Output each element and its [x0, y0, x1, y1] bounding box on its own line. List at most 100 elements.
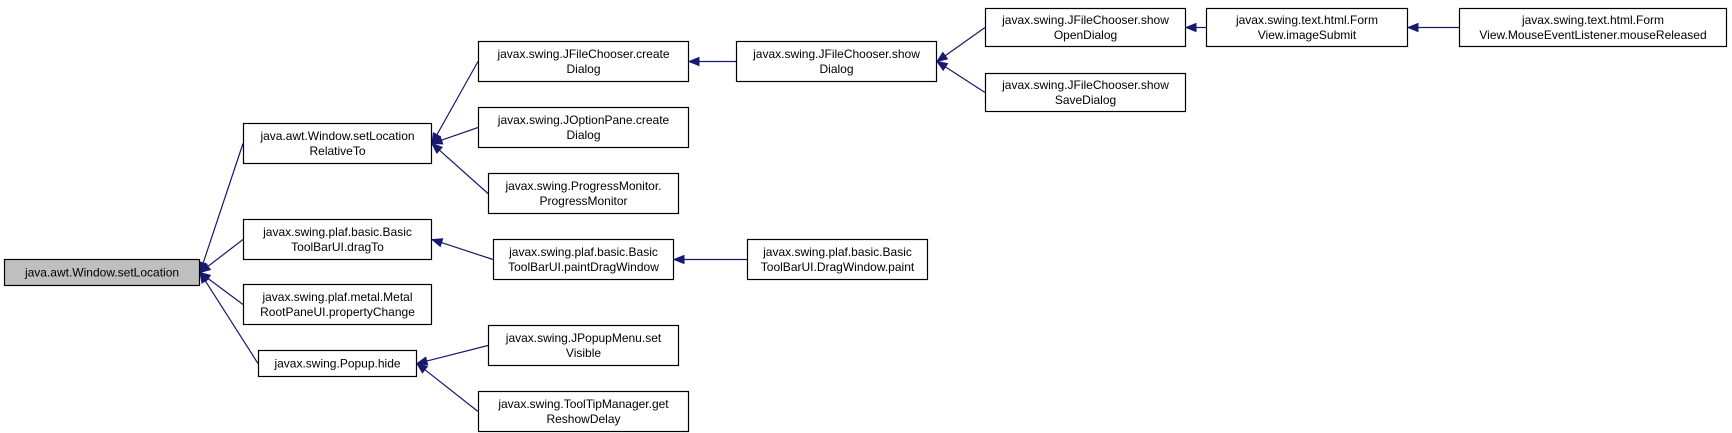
node-label-line: javax.swing.text.html.Form [1235, 13, 1378, 27]
edge-line [944, 27, 986, 57]
edge-line [207, 239, 244, 267]
node-box [242, 283, 433, 326]
edge-arrowhead [430, 238, 444, 248]
node-box [984, 7, 1187, 48]
node-label-line: OpenDialog [1054, 28, 1117, 42]
node-label-line: Dialog [566, 128, 600, 142]
node-metalrootpaneui-propertychange[interactable]: javax.swing.plaf.metal.MetalRootPaneUI.p… [242, 283, 433, 326]
node-label-line: javax.swing.JOptionPane.create [497, 113, 670, 127]
edge-arrowhead [430, 142, 443, 155]
edge-window-setlocationrelativeto-to-window-setlocation [198, 143, 244, 274]
edge-line [945, 66, 986, 94]
edge-arrowhead [672, 254, 685, 265]
edge-jfilechooser-createdialog-to-window-setlocationrelativeto [431, 61, 479, 145]
node-formview-imagesubmit[interactable]: javax.swing.text.html.FormView.imageSubm… [1205, 7, 1409, 48]
node-label-line: javax.swing.plaf.basic.Basic [762, 245, 912, 259]
edge-arrowhead [430, 135, 444, 145]
node-label-line: ToolBarUI.dragTo [291, 240, 384, 254]
edge-jfilechooser-showopendialog-to-jfilechooser-showdialog [935, 27, 986, 63]
edge-arrowhead [935, 51, 949, 63]
node-label-line: java.awt.Window.setLocation [24, 266, 179, 280]
node-box [1205, 7, 1409, 48]
edge-line [426, 344, 489, 362]
edge-basictoolbarui-paintdragwindow-to-basictoolbarui-dragto [430, 238, 494, 261]
node-box [746, 238, 929, 281]
node-label-line: javax.swing.plaf.basic.Basic [262, 225, 412, 239]
node-label-line: javax.swing.plaf.metal.Metal [261, 290, 412, 304]
edge-layer [198, 22, 1459, 412]
edge-basictoolbarui-dragto-to-window-setlocation [198, 239, 244, 274]
edge-line [204, 280, 259, 364]
node-label-line: javax.swing.ProgressMonitor. [504, 179, 661, 193]
node-layer: java.awt.Window.setLocationjava.awt.Wind… [3, 7, 1728, 433]
node-label-line: View.imageSubmit [1258, 28, 1357, 42]
node-label-line: java.awt.Window.setLocation [259, 129, 414, 143]
edge-arrowhead [687, 56, 700, 67]
edge-arrowhead [1184, 22, 1197, 33]
edge-line [441, 126, 479, 141]
edge-mouseeventlistener-mousereleased-to-formview-imagesubmit [1406, 22, 1459, 33]
edge-line [202, 143, 244, 264]
edge-arrowhead [1406, 22, 1419, 33]
edge-line [441, 242, 494, 261]
edge-formview-imagesubmit-to-jfilechooser-showopendialog [1184, 22, 1206, 33]
edge-tooltipmanager-getreshowdelay-to-popup-hide [415, 362, 479, 412]
edge-line [424, 369, 479, 412]
node-label-line: ProgressMonitor [539, 194, 627, 208]
node-label-line: javax.swing.JFileChooser.show [1001, 78, 1169, 92]
node-label-line: javax.swing.JFileChooser.show [1001, 13, 1169, 27]
node-label-line: javax.swing.Popup.hide [273, 357, 400, 371]
node-label-line: javax.swing.JFileChooser.show [752, 47, 920, 61]
node-box [477, 390, 690, 433]
node-label-line: Visible [566, 346, 601, 360]
node-basictoolbarui-paintdragwindow[interactable]: javax.swing.plaf.basic.BasicToolBarUI.pa… [492, 238, 675, 281]
node-box [477, 40, 690, 83]
edge-line [436, 61, 479, 136]
node-box [984, 72, 1187, 113]
edge-joptionpane-createdialog-to-window-setlocationrelativeto [430, 126, 479, 145]
node-label-line: ToolBarUI.paintDragWindow [508, 260, 659, 274]
node-box [242, 218, 433, 261]
node-box [1458, 7, 1728, 48]
node-label-line: RelativeTo [309, 144, 365, 158]
node-label-line: SaveDialog [1055, 93, 1116, 107]
edge-arrowhead [199, 271, 210, 284]
node-popup-hide[interactable]: javax.swing.Popup.hide [257, 349, 418, 378]
node-mouseeventlistener-mousereleased[interactable]: javax.swing.text.html.FormView.MouseEven… [1458, 7, 1728, 48]
edge-arrowhead [415, 362, 429, 374]
edge-jpopupmenu-setvisible-to-popup-hide [415, 344, 489, 366]
node-label-line: javax.swing.JFileChooser.create [496, 47, 669, 61]
node-box [487, 172, 680, 215]
node-progressmonitor-progressmonitor[interactable]: javax.swing.ProgressMonitor.ProgressMoni… [487, 172, 680, 215]
edge-line [207, 277, 244, 305]
node-tooltipmanager-getreshowdelay[interactable]: javax.swing.ToolTipManager.getReshowDela… [477, 390, 690, 433]
node-label-line: javax.swing.JPopupMenu.set [505, 331, 662, 345]
edge-line [439, 149, 489, 194]
node-label-line: ReshowDelay [546, 412, 620, 426]
node-box [492, 238, 675, 281]
edge-dragwindow-paint-to-basictoolbarui-paintdragwindow [672, 254, 747, 265]
node-label-line: javax.swing.plaf.basic.Basic [508, 245, 658, 259]
node-label-line: Dialog [819, 62, 853, 76]
edge-jfilechooser-showsavedialog-to-jfilechooser-showdialog [935, 60, 986, 94]
node-box [477, 106, 690, 149]
edge-arrowhead [415, 356, 429, 366]
node-label-line: RootPaneUI.propertyChange [260, 305, 415, 319]
edge-arrowhead [198, 262, 212, 274]
node-box [735, 40, 938, 83]
node-basictoolbarui-dragto[interactable]: javax.swing.plaf.basic.BasicToolBarUI.dr… [242, 218, 433, 261]
edge-jfilechooser-showdialog-to-jfilechooser-createdialog [687, 56, 736, 67]
edge-popup-hide-to-window-setlocation [199, 271, 259, 364]
node-box [487, 324, 680, 367]
node-window-setlocation[interactable]: java.awt.Window.setLocation [3, 258, 201, 287]
node-dragwindow-paint[interactable]: javax.swing.plaf.basic.BasicToolBarUI.Dr… [746, 238, 929, 281]
node-label-line: javax.swing.text.html.Form [1521, 13, 1664, 27]
